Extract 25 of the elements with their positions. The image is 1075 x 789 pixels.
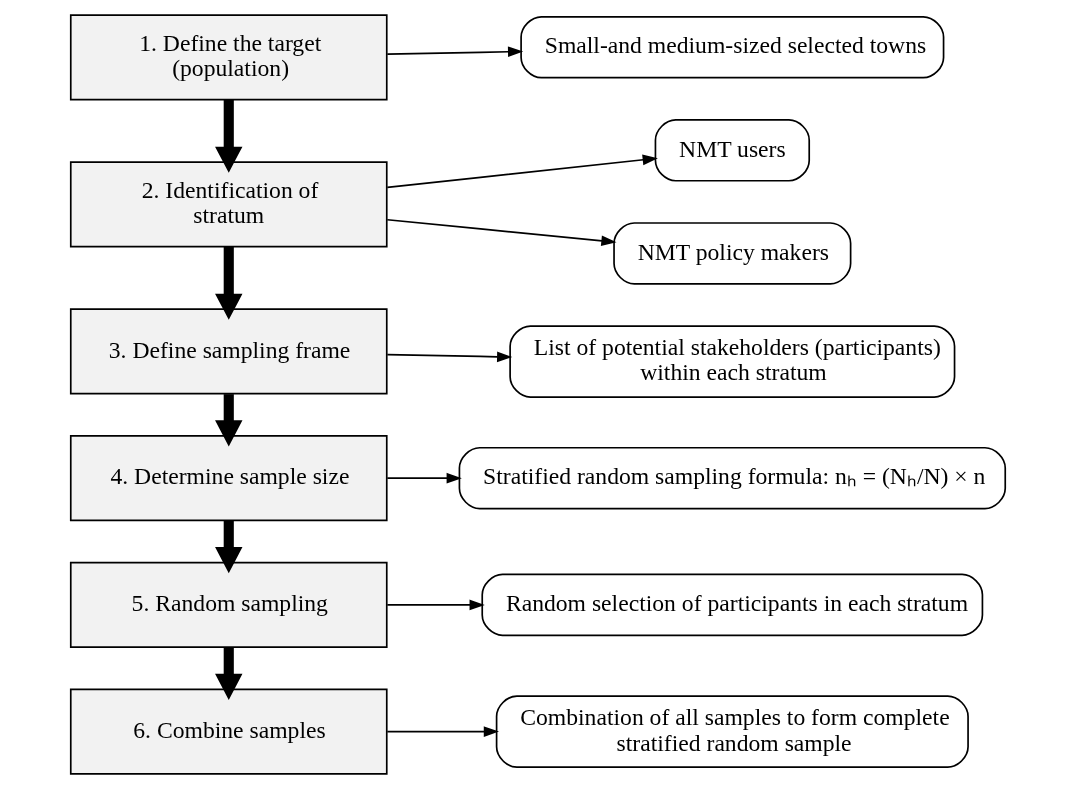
arrow [386, 472, 462, 484]
node-box: NMT users [654, 119, 810, 182]
node-box: Random selection of participants in each stratum [480, 573, 983, 637]
arrow [386, 726, 499, 737]
arrow [214, 520, 242, 574]
node-box: NMT policy makers [612, 222, 851, 285]
arrow [386, 599, 485, 611]
node-box: 5. Random sampling [69, 561, 388, 648]
node-box: 2. Identification of stratum [69, 161, 388, 248]
arrow [214, 246, 242, 320]
arrow [386, 154, 658, 189]
node-box: Combination of all samples to form complete stratified random sample [495, 695, 969, 768]
node-box: 3. Define sampling frame [69, 308, 388, 395]
node-box: 6. Combine samples [69, 688, 388, 775]
arrow [386, 46, 523, 58]
node-box: 4. Determine sample size [69, 435, 388, 522]
arrow [386, 218, 617, 247]
node-box: Small-and medium-sized selected towns [519, 15, 944, 79]
node-box: 1. Define the target (population) [69, 14, 388, 101]
node-box: List of potential stakeholders (participants) within each stratum [508, 325, 955, 398]
arrow [386, 351, 512, 363]
arrow [214, 99, 242, 173]
node-box: Stratified random sampling formula: nₕ = (Nₕ/N) × n [458, 446, 1006, 510]
arrow [214, 647, 242, 700]
arrow [214, 394, 242, 447]
